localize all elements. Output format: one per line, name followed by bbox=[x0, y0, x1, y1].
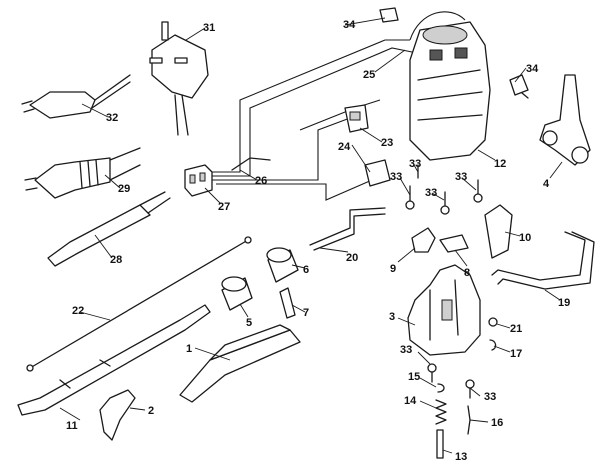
part-20-rod bbox=[309, 207, 386, 251]
callout-33-lower-left: 33 bbox=[400, 344, 412, 356]
part-34-brush-right bbox=[509, 74, 529, 99]
part-17-spring-clip bbox=[489, 339, 497, 351]
part-26-leads bbox=[231, 157, 271, 171]
callout-33-top: 33 bbox=[409, 158, 421, 170]
callout-34-left: 34 bbox=[343, 19, 356, 31]
callout-26: 26 bbox=[255, 175, 267, 187]
part-12-motor bbox=[409, 21, 491, 161]
callout-12: 12 bbox=[494, 158, 506, 170]
callout-28: 28 bbox=[110, 254, 122, 266]
part-33-screw-e bbox=[465, 379, 475, 399]
callout-32: 32 bbox=[106, 112, 118, 124]
part-13-bolt bbox=[436, 429, 444, 459]
part-4-bracket bbox=[539, 74, 591, 166]
part-33-screw-b bbox=[440, 191, 450, 215]
callout-31: 31 bbox=[203, 22, 215, 34]
callout-7: 7 bbox=[303, 307, 309, 319]
callout-33-mid: 33 bbox=[425, 187, 437, 199]
callout-4: 4 bbox=[543, 178, 550, 190]
callout-23: 23 bbox=[381, 137, 393, 149]
callout-10: 10 bbox=[519, 232, 531, 244]
part-29-schuko-plug bbox=[24, 147, 141, 199]
callout-9: 9 bbox=[390, 263, 396, 275]
part-15-ring bbox=[437, 383, 445, 393]
callout-20: 20 bbox=[346, 252, 358, 264]
callout-33-left: 33 bbox=[390, 171, 402, 183]
callout-22: 22 bbox=[72, 305, 84, 317]
callout-3: 3 bbox=[389, 311, 395, 323]
callout-27: 27 bbox=[218, 201, 230, 213]
callout-11: 11 bbox=[66, 420, 78, 432]
part-9-trigger bbox=[411, 227, 436, 253]
part-1-grip bbox=[179, 324, 301, 403]
part-28-cable bbox=[47, 191, 171, 267]
part-24-capacitor bbox=[364, 159, 391, 187]
callout-25: 25 bbox=[363, 69, 375, 81]
callout-16: 16 bbox=[491, 417, 503, 429]
leader-lines bbox=[59, 17, 563, 454]
callout-33-right: 33 bbox=[455, 171, 467, 183]
part-23-switch bbox=[344, 104, 369, 133]
callout-19: 19 bbox=[558, 297, 570, 309]
part-31-uk-plug bbox=[149, 21, 209, 136]
part-10-lever bbox=[484, 204, 513, 259]
callout-24: 24 bbox=[338, 141, 351, 153]
part-22-rod bbox=[26, 236, 252, 372]
part-19-handle-bar bbox=[491, 231, 595, 290]
part-33-screw-d bbox=[427, 363, 437, 383]
part-21-washer bbox=[488, 317, 498, 327]
part-5-sleeve bbox=[221, 276, 253, 311]
callout-2: 2 bbox=[148, 405, 154, 417]
part-2-clip bbox=[99, 389, 136, 441]
callout-33-lower-right: 33 bbox=[484, 391, 496, 403]
callout-21: 21 bbox=[510, 323, 522, 335]
part-16-pin bbox=[467, 405, 471, 435]
callout-1: 1 bbox=[186, 343, 192, 355]
part-33-screw-a bbox=[405, 185, 415, 210]
part-32-euro-plug bbox=[21, 74, 131, 119]
callout-13: 13 bbox=[455, 451, 467, 463]
part-7-clip bbox=[279, 287, 296, 319]
part-34-brush-left bbox=[379, 7, 399, 23]
callout-labels: 31 32 29 28 27 26 34 25 23 24 34 12 4 33… bbox=[66, 19, 570, 463]
callout-14: 14 bbox=[404, 395, 417, 407]
callout-29: 29 bbox=[118, 183, 130, 195]
callout-15: 15 bbox=[408, 371, 420, 383]
callout-17: 17 bbox=[510, 348, 522, 360]
part-8-latch bbox=[439, 234, 469, 253]
part-6-cap bbox=[266, 247, 299, 283]
callout-34-right: 34 bbox=[526, 63, 539, 75]
callout-6: 6 bbox=[303, 264, 309, 276]
part-11-lever-arm bbox=[17, 304, 211, 416]
part-14-spring bbox=[435, 399, 447, 425]
callout-5: 5 bbox=[246, 317, 252, 329]
part-3-housing bbox=[407, 264, 481, 356]
callout-8: 8 bbox=[464, 267, 470, 279]
part-33-screw-c bbox=[473, 179, 483, 203]
